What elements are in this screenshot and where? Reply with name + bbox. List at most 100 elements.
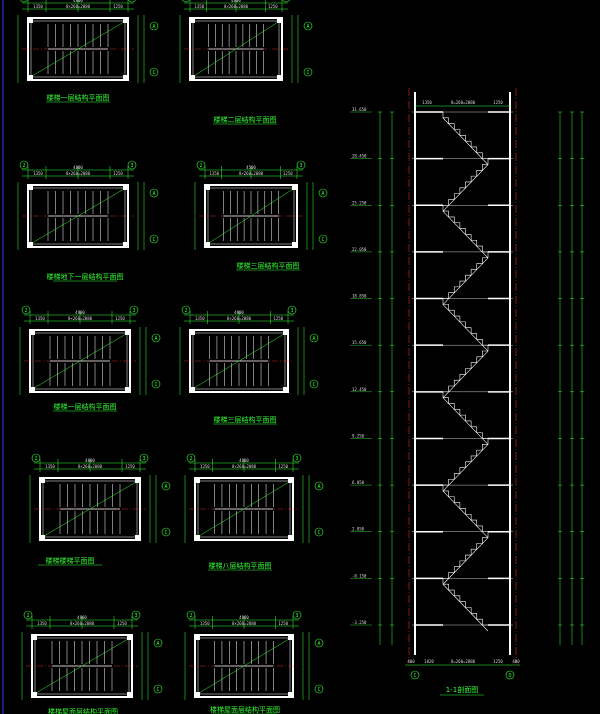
- axis-bubble-label: A: [152, 24, 155, 30]
- plan-sub-dimension: 8×260=2080: [70, 621, 95, 626]
- slab-diagonal: [208, 188, 294, 244]
- plan-sub-dimension: 1250: [273, 316, 283, 321]
- axis-bubble: [149, 67, 159, 77]
- axis-bubble: [23, 610, 33, 620]
- axis-bubble-label: A: [154, 336, 157, 342]
- structural-column: [123, 18, 128, 23]
- plan-sub-dimension: 8×260=2080: [239, 171, 264, 176]
- axis-bubble-label: A: [317, 484, 320, 490]
- axis-bubble: [314, 481, 324, 491]
- axis-bubble: [186, 610, 196, 620]
- slab-diagonal: [33, 333, 127, 389]
- structural-column: [195, 692, 200, 697]
- slab-diagonal: [193, 21, 279, 77]
- plan-sub-dimension: 1350: [200, 621, 210, 626]
- structural-column: [127, 692, 132, 697]
- section-caption: 1-1剖面图: [446, 685, 478, 694]
- plan-top-dimension: 4800: [239, 615, 249, 620]
- slab-diagonal: [198, 638, 290, 694]
- stair-soffit: [442, 211, 489, 259]
- structural-column: [288, 635, 293, 640]
- axis-bubble: [186, 453, 196, 463]
- structural-column: [32, 635, 37, 640]
- structural-column: [277, 75, 282, 80]
- structural-column: [288, 692, 293, 697]
- structural-column: [135, 535, 140, 540]
- section-elevation-label: 12.450: [352, 387, 367, 392]
- axis-bubble: [282, 0, 290, 3]
- axis-bubble: [31, 453, 41, 463]
- structural-column: [125, 387, 130, 392]
- section-elevation-label: 9.250: [352, 433, 365, 438]
- axis-bubble-label: 2: [24, 308, 27, 314]
- stair-flight: [442, 391, 488, 439]
- axis-bubble: [182, 0, 190, 3]
- stair-soffit: [442, 304, 489, 352]
- axis-bubble: [20, 0, 28, 3]
- structural-column: [277, 18, 282, 23]
- plan-top-dimension: 4800: [73, 165, 83, 170]
- axis-bubble-label: 3: [130, 163, 133, 169]
- plan-sub-dimension: 8×260=2080: [66, 171, 91, 176]
- axis-bubble-label: C: [321, 237, 324, 243]
- plan-caption: 楼梯屋面层结构平面图: [210, 705, 280, 714]
- axis-bubble: [410, 670, 420, 680]
- axis-bubble: [287, 305, 297, 315]
- axis-bubble: [505, 670, 515, 680]
- axis-bubble-label: C: [306, 70, 309, 76]
- structural-column: [125, 330, 130, 335]
- plan-sub-dimension: 8×260=2080: [66, 4, 91, 9]
- slab-diagonal: [35, 638, 129, 694]
- axis-bubble-label: 3: [295, 613, 298, 619]
- section-elevation-label: 18.850: [352, 294, 367, 299]
- axis-bubble-label: 2: [184, 0, 187, 2]
- axis-bubble: [292, 453, 302, 463]
- axis-bubble-label: 3: [299, 163, 302, 169]
- axis-bubble-label: 3: [284, 0, 287, 2]
- stair-flight: [443, 531, 489, 579]
- axis-bubble: [292, 610, 302, 620]
- plan-sub-dimension: 8×260=2080: [224, 4, 249, 9]
- plan-sub-dimension: 8×260=2080: [78, 464, 103, 469]
- slab-diagonal: [31, 21, 125, 77]
- axis-bubble-label: 2: [22, 0, 25, 2]
- structural-column: [190, 75, 195, 80]
- plan-sub-dimension: 1250: [115, 316, 125, 321]
- section-elevation-label: -3.250: [352, 620, 367, 625]
- structural-column: [288, 478, 293, 483]
- axis-bubble: [127, 160, 137, 170]
- section-bottom-dimension: 1250: [493, 659, 503, 664]
- plan-caption: 楼梯屋面层结构平面图: [48, 707, 118, 714]
- plan-top-dimension: 4800: [231, 0, 241, 3]
- axis-bubble: [151, 379, 161, 389]
- section-elevation-label: 28.450: [352, 154, 367, 159]
- stair-soffit: [442, 117, 489, 165]
- axis-bubble-label: 2: [189, 456, 192, 462]
- axis-bubble: [314, 684, 324, 694]
- plan-sub-dimension: 1350: [35, 316, 45, 321]
- plan-sub-dimension: 8×260=2080: [68, 316, 93, 321]
- section-elevation-label: 6.050: [352, 480, 365, 485]
- plan-top-dimension: 4500: [246, 165, 256, 170]
- axis-bubble-label: A: [317, 641, 320, 647]
- structural-column: [123, 185, 128, 190]
- axis-bubble-label: 2: [184, 308, 187, 314]
- plan-sub-dimension: 1350: [33, 4, 43, 9]
- plan-sub-dimension: 1250: [268, 4, 278, 9]
- axis-bubble-label: A: [312, 336, 315, 342]
- plan-sub-dimension: 1250: [278, 621, 288, 626]
- axis-bubble: [131, 610, 141, 620]
- stair-soffit: [442, 164, 489, 212]
- stair-flight: [442, 112, 488, 159]
- axis-bubble: [149, 234, 159, 244]
- structural-column: [292, 242, 297, 247]
- axis-bubble: [153, 638, 163, 648]
- stair-flight: [442, 298, 488, 346]
- axis-bubble: [128, 0, 136, 3]
